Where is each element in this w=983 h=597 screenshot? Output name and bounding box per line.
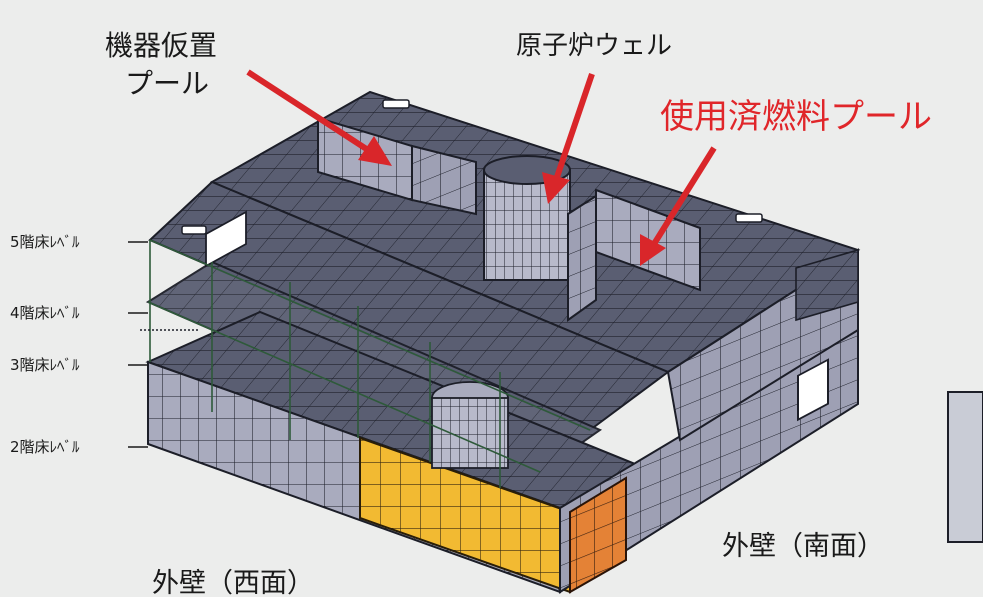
floor3-label: 3階床ﾚﾍﾞﾙ: [10, 356, 80, 374]
spent-fuel-pool-side: [567, 194, 597, 322]
floor5-label: 5階床ﾚﾍﾞﾙ: [10, 233, 80, 251]
building-mesh: [140, 90, 861, 594]
callout-arrows: [246, 69, 717, 266]
reactor-well-label: 原子炉ウェル: [516, 31, 672, 61]
spent-fuel-pool-arrow: [640, 146, 717, 266]
inner-cylinder: [431, 397, 509, 469]
equipment-pool-side: [411, 144, 477, 216]
roof-opening-2: [735, 213, 763, 223]
adjacent-building-edge: [947, 391, 983, 543]
west-wall-label: 外壁（西面）: [152, 568, 314, 597]
roof-opening-3: [181, 225, 207, 235]
reactor-well-arrow: [542, 73, 595, 204]
equipment-pool-arrow: [246, 69, 392, 166]
spent-fuel-pool-label: 使用済燃料プール: [660, 97, 932, 137]
south-opening: [797, 358, 829, 422]
floor2-label: 2階床ﾚﾍﾞﾙ: [10, 438, 80, 456]
equipment-pool-label-line1: 機器仮置: [105, 29, 217, 62]
roof-corner-cutout: [205, 210, 247, 268]
south-wall-label: 外壁（南面）: [722, 531, 884, 562]
frame-lines: [140, 239, 591, 488]
roof-opening-1: [382, 99, 410, 109]
south-upper-slab: [795, 248, 859, 322]
floor4-label: 4階床ﾚﾍﾞﾙ: [10, 304, 80, 322]
corner-highlight: [569, 476, 627, 594]
equipment-pool-label-line2: プール: [125, 67, 209, 100]
floor-labels: 5階床ﾚﾍﾞﾙ 4階床ﾚﾍﾞﾙ 3階床ﾚﾍﾞﾙ 2階床ﾚﾍﾞﾙ: [10, 233, 148, 456]
